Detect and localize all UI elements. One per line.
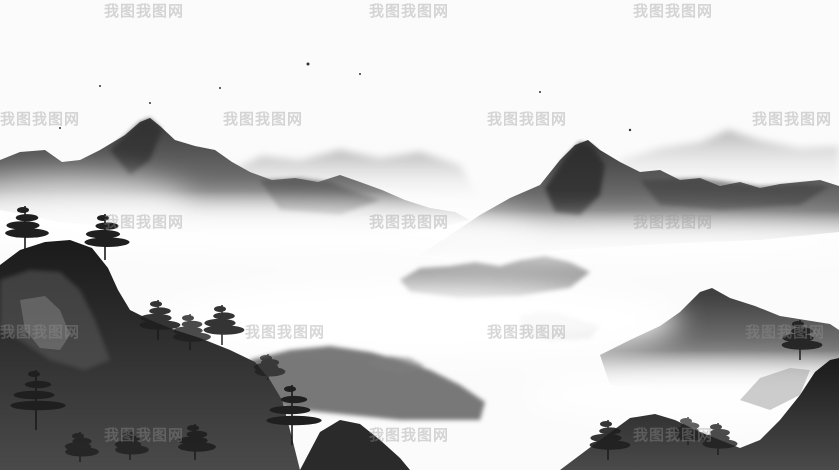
- left-cliff: [0, 240, 300, 470]
- lower-middle-hills: [250, 346, 485, 420]
- pine-tree: [702, 423, 738, 455]
- pine-tree: [203, 305, 245, 345]
- pine-tree: [253, 354, 286, 380]
- pine-tree: [781, 320, 823, 360]
- pine-tree: [114, 430, 149, 460]
- pine-trees: [5, 206, 823, 462]
- pine-tree: [173, 314, 211, 350]
- mist-bands: [0, 175, 839, 425]
- right-mid-hill: [600, 288, 839, 392]
- pine-tree: [139, 300, 181, 340]
- pine-tree: [84, 214, 130, 260]
- pine-tree: [64, 432, 99, 462]
- lower-right-dark-hills: [300, 358, 839, 470]
- pine-tree: [266, 385, 322, 445]
- pine-tree: [673, 417, 707, 445]
- ink-specks: [59, 62, 632, 132]
- pine-tree: [589, 420, 631, 460]
- pine-tree: [178, 424, 216, 460]
- pine-tree: [5, 206, 49, 250]
- pine-tree: [10, 370, 66, 430]
